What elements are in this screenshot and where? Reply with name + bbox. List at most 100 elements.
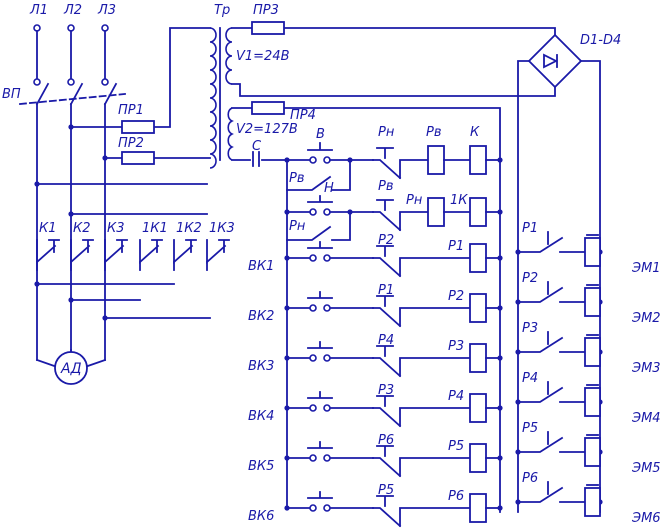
em-contact-label: Р6 [522, 471, 538, 486]
limit-switch-terminal [309, 254, 317, 262]
relay-coil [469, 393, 487, 423]
fuse-pr4-label: ПР4 [290, 108, 316, 123]
power-contact-label: 1К2 [176, 221, 202, 236]
em-coil-label: ЭМ1 [631, 261, 660, 276]
power-contact-label: К3 [107, 221, 125, 236]
em-coil [584, 337, 601, 367]
relay-nc-label: Р3 [378, 383, 394, 398]
em-coil-label: ЭМ5 [631, 461, 660, 476]
fuse-pr4 [251, 101, 285, 115]
relay-nc-label: Р6 [378, 433, 394, 448]
relay-coil-label: Р3 [448, 339, 464, 354]
power-contact: К2 [70, 221, 94, 271]
em-coil-label: ЭМ3 [631, 361, 660, 376]
fuse-pr2-label: ПР2 [118, 136, 144, 151]
relay-coil-label: Р6 [448, 489, 464, 504]
em-coil [584, 387, 601, 417]
limit-switch-terminal [323, 304, 331, 312]
fuse-pr1-label: ПР1 [118, 103, 144, 118]
row1-coil1 [427, 145, 445, 175]
limit-switch-terminal [309, 354, 317, 362]
fuse-pr1 [121, 120, 155, 134]
relay-coil-label: Р4 [448, 389, 464, 404]
limit-switch-label: ВК5 [248, 459, 274, 474]
limit-switch-label: ВК4 [248, 409, 274, 424]
row1-coil2 [469, 145, 487, 175]
row2-coil2 [469, 197, 487, 227]
power-contact-label: 1К3 [209, 221, 235, 236]
winding-v2-label: V2=127В [236, 122, 298, 137]
relay-row: ВК1 Р2 Р1 [248, 233, 503, 278]
power-contact: К3 [104, 221, 128, 271]
line-label-l1: Л1 [29, 3, 48, 18]
transformer-label: Тр [214, 3, 230, 18]
rn-contact-label: Рн [289, 219, 306, 234]
row2-nc-label: Рв [378, 179, 394, 194]
em-coil [584, 287, 601, 317]
row1-nc-contact [372, 147, 429, 180]
power-contact: 1К2 [173, 221, 202, 271]
relay-coil [469, 243, 487, 273]
diode-bridge [517, 33, 601, 513]
em-contact-label: Р5 [522, 421, 538, 436]
fuse-pr3-label: ПР3 [253, 3, 279, 18]
limit-switch-terminal [309, 504, 317, 512]
fuse-pr2 [121, 151, 155, 165]
em-contact-label: Р1 [522, 221, 538, 236]
relay-coil [469, 343, 487, 373]
winding-v1-label: V1=24В [236, 49, 290, 64]
capacitor-label: С [252, 139, 262, 154]
em-coil-label: ЭМ4 [631, 411, 660, 426]
em-coil-label: ЭМ2 [631, 311, 660, 326]
limit-switch-label: ВК1 [248, 259, 274, 274]
em-coil-label: ЭМ6 [631, 511, 660, 526]
em-contact-label: Р4 [522, 371, 538, 386]
limit-switch-terminal [323, 354, 331, 362]
capacitor-c [252, 151, 260, 167]
button-v [307, 142, 333, 164]
power-contact-label: К2 [73, 221, 91, 236]
limit-switch-terminal [323, 454, 331, 462]
limit-switch-terminal [323, 404, 331, 412]
motor-label: АД [60, 361, 82, 377]
button-n [307, 195, 333, 216]
relay-nc-label: Р4 [378, 333, 394, 348]
row2-coil2-label: 1К [450, 193, 468, 208]
em-coil [584, 437, 601, 467]
limit-switch-terminal [323, 254, 331, 262]
relay-nc-label: Р5 [378, 483, 394, 498]
relay-nc-label: Р1 [378, 283, 394, 298]
power-contact-label: К1 [39, 221, 57, 236]
button-v-label: В [316, 127, 325, 142]
limit-switch-label: ВК6 [248, 509, 274, 524]
line-label-l2: Л2 [63, 3, 82, 18]
fuse-pr3 [251, 21, 285, 35]
limit-switch-label: ВК3 [248, 359, 274, 374]
row2-nc-contact [372, 199, 429, 232]
row1-coil2-label: К [470, 125, 480, 140]
line-label-l3: Л3 [97, 3, 116, 18]
button-n-label: Н [324, 181, 334, 196]
em-contact-label: Р2 [522, 271, 538, 286]
power-contact: 1К3 [206, 221, 235, 271]
relay-coil [469, 493, 487, 523]
row2-coil1 [427, 197, 445, 227]
row2-coil1-label: Рн [406, 193, 423, 208]
relay-nc-label: Р2 [378, 233, 394, 248]
transformer [209, 27, 234, 169]
limit-switch-label: ВК2 [248, 309, 274, 324]
power-contact: К1 [36, 221, 60, 271]
relay-coil-label: Р1 [448, 239, 464, 254]
relay-coil-label: Р2 [448, 289, 464, 304]
rv-contact-label: Рв [289, 171, 305, 186]
